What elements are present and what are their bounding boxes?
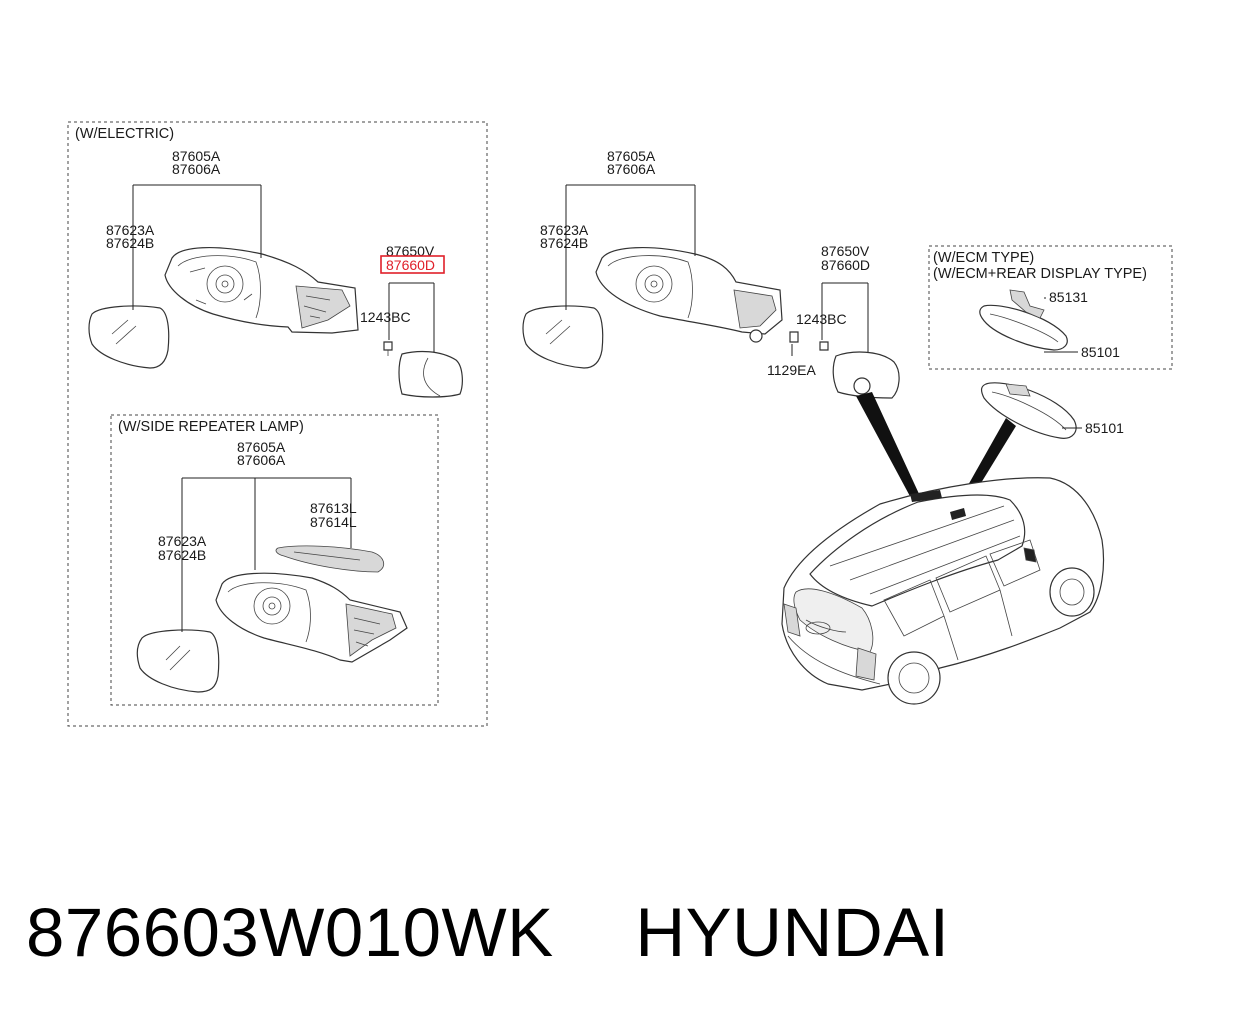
label-87613L: 87613L: [310, 500, 357, 516]
leaders-standard: [565, 184, 869, 356]
inside-mirror: [980, 382, 1082, 439]
label-87606A-electric: 87606A: [172, 161, 221, 177]
label-87605A-standard: 87605A: [607, 148, 656, 164]
group-box-side-repeater: [110, 414, 439, 706]
label-87606A-standard: 87606A: [607, 161, 656, 177]
label-87606A-side-repeater: 87606A: [237, 452, 286, 468]
label-87605A-side-repeater: 87605A: [237, 439, 286, 455]
leaders-electric: [132, 184, 435, 352]
label-87660D-standard: 87660D: [821, 257, 870, 273]
mirror-assembly-side-repeater: [136, 545, 408, 693]
label-85101-ecm: 85101: [1081, 344, 1120, 360]
label-85131: 85131: [1049, 289, 1088, 305]
leaders-side-repeater: [181, 477, 352, 632]
label-87623A-standard: 87623A: [540, 222, 589, 238]
group-title-electric: (W/ELECTRIC): [75, 126, 174, 142]
label-87624B-side-repeater: 87624B: [158, 547, 206, 563]
mirror-assembly-standard: [522, 247, 783, 369]
label-1243BC-electric: 1243BC: [360, 309, 411, 325]
mirror-cover-electric: [383, 341, 463, 398]
label-87624B-electric: 87624B: [106, 235, 154, 251]
label-1243BC-standard: 1243BC: [796, 311, 847, 327]
label-87650V-standard: 87650V: [821, 243, 870, 259]
group-box-electric: [67, 121, 488, 727]
label-87614L: 87614L: [310, 514, 357, 530]
mirror-cover-standard: [789, 331, 900, 399]
label-85101: 85101: [1085, 420, 1124, 436]
vehicle-illustration: [781, 477, 1105, 705]
label-1129EA: 1129EA: [767, 362, 816, 378]
part-number-text: 876603W010WK: [26, 894, 554, 971]
label-87623A-electric: 87623A: [106, 222, 155, 238]
group-title-ecm-line2: (W/ECM+REAR DISPLAY TYPE): [933, 266, 1147, 282]
label-87660D-electric: 87660D: [386, 257, 435, 273]
mirror-assembly-electric: [88, 247, 359, 369]
group-title-ecm-line1: (W/ECM TYPE): [933, 250, 1034, 266]
group-box-ecm: [928, 245, 1173, 370]
ecm-inside-mirror: [979, 289, 1078, 353]
footer-caption: 876603W010WK HYUNDAI: [26, 888, 949, 978]
label-87650V-electric: 87650V: [386, 243, 435, 259]
label-87623A-side-repeater: 87623A: [158, 533, 207, 549]
label-87624B-standard: 87624B: [540, 235, 588, 251]
group-title-side-repeater: (W/SIDE REPEATER LAMP): [118, 419, 304, 435]
highlight-box-87660D: [380, 255, 445, 274]
brand-text: HYUNDAI: [635, 894, 950, 971]
label-87605A-electric: 87605A: [172, 148, 221, 164]
